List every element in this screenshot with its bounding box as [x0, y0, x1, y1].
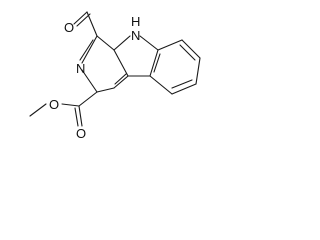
- bond-c7-c6: [195, 57, 201, 85]
- atom-label-indole-n: N: [131, 28, 140, 43]
- atom-label-ester-carbonyl-o: O: [76, 126, 86, 141]
- bond-c6-c5: [171, 83, 197, 95]
- bond-n2-c3: [81, 69, 98, 93]
- bond-n9-c8a: [139, 35, 159, 51]
- bond-c9a-n9: [113, 35, 131, 51]
- bond-cho-co: [73, 11, 88, 25]
- bond-c3-c4: [96, 87, 115, 93]
- bond-c6-c5-double: [171, 79, 193, 89]
- atom-label-aldehyde-o: O: [64, 20, 74, 35]
- atom-label-ester-ether-o: O: [49, 97, 59, 112]
- bond-c4a-c9a: [113, 49, 129, 77]
- bond-c1-n2-double: [79, 39, 94, 61]
- bond-c8-c7-double: [179, 44, 196, 61]
- bond-c1-n2: [81, 35, 98, 64]
- structure-canvas: O H N N O O: [0, 0, 225, 151]
- bond-c4-c4a-double: [114, 73, 127, 85]
- molecule-structure: O H N N O O: [29, 11, 201, 141]
- bond-c8a-c4b: [149, 49, 159, 77]
- bond-cho-c1: [86, 11, 98, 37]
- bond-c1-c9a: [96, 35, 115, 51]
- bond-cho-co-double: [76, 13, 91, 27]
- bond-ccarbonyl-o: [78, 105, 83, 127]
- bond-ccarbonyl-o-double: [74, 107, 79, 127]
- bond-ccarbonyl-oether: [61, 103, 80, 107]
- bond-c8a-c8: [157, 39, 183, 51]
- bond-c5-c4b: [149, 75, 173, 95]
- bond-c3-ccarbonyl: [78, 91, 98, 107]
- bond-c4-c4a: [113, 75, 129, 89]
- atom-label-indole-h: H: [131, 14, 140, 29]
- atom-label-pyridine-n: N: [76, 61, 85, 76]
- bond-c8-c7: [181, 39, 201, 59]
- bond-oether-methyl: [29, 103, 47, 117]
- bond-c4b-c8a-inner: [153, 53, 161, 73]
